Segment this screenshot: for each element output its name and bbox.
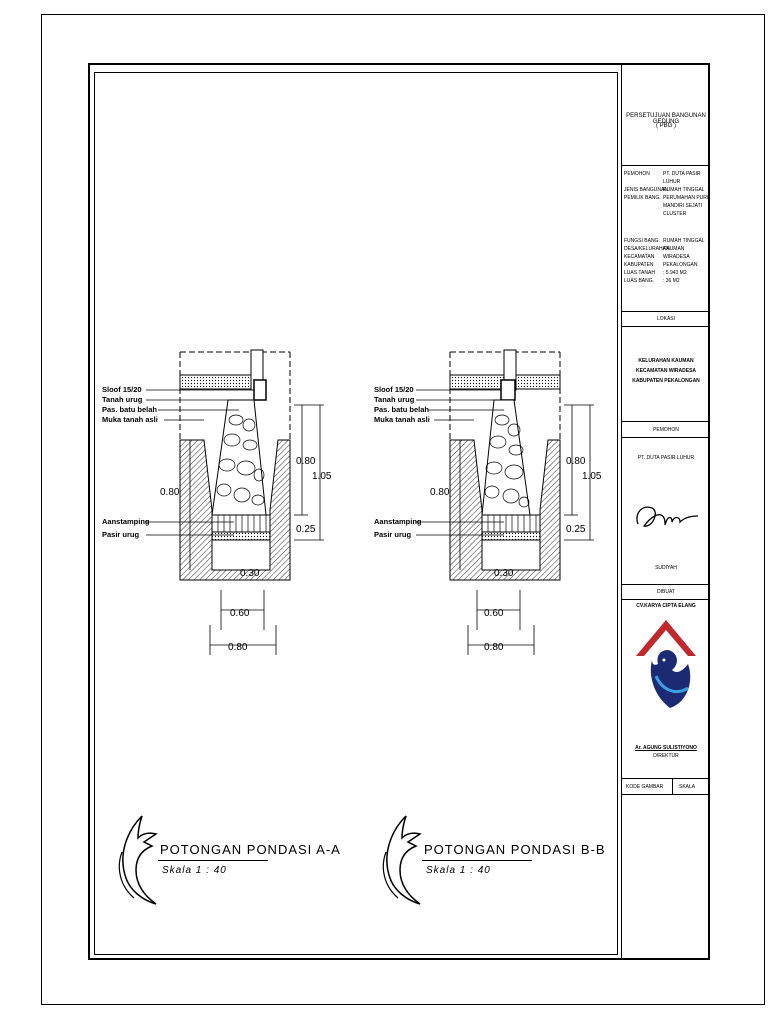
lokasi-line: KECAMATAN WIRADESA: [635, 368, 697, 374]
info-label: PEMILIK BANG.: [624, 195, 661, 201]
pemohon-name: PT. DUTA PASIR LUHUR: [637, 455, 695, 461]
info-value: PEKALONGAN: [663, 262, 698, 268]
section-title-b: POTONGAN PONDASI B-B: [424, 842, 606, 857]
info-label: KECAMATAN: [624, 254, 655, 260]
info-value: : 5.943 M2: [663, 270, 687, 276]
info-value: CLUSTER: [663, 211, 687, 217]
info-label: LUAS TANAH: [624, 270, 655, 276]
dim-080-left: 0.80: [160, 487, 180, 498]
dim-080-right: 0.80: [566, 456, 586, 467]
eagle-emblem-icon: [382, 815, 422, 905]
info-value: MANDIRI SEJATI: [663, 203, 703, 209]
signer-name: SUDIYAH: [655, 565, 677, 571]
label-pas-batu: Pas. batu belah: [374, 405, 429, 414]
company-name: CV.KARYA CIPTA ELANG: [636, 603, 696, 609]
section-b-drawing: Sloof 15/20 Tanah urug Pas. batu belah M…: [374, 349, 602, 655]
dim-030: 0.30: [494, 568, 514, 579]
permit-heading: PERSETUJUAN BANGUNAN GEDUNG: [626, 113, 706, 125]
info-label: PEMOHON: [624, 171, 650, 177]
skala-label: SKALA: [679, 784, 696, 790]
label-aanstamping: Aanstamping: [102, 517, 150, 526]
title-block: PERSETUJUAN BANGUNAN GEDUNG ( PBG ) PEMO…: [621, 63, 710, 960]
pemohon-label: PEMOHON: [653, 427, 679, 433]
info-value: KAUMAN: [663, 246, 685, 252]
section-a-drawing: Sloof 15/20 Tanah urug Pas. batu belah M…: [102, 349, 332, 655]
drawing-area: [94, 72, 618, 955]
info-value: RUMAH TINGGAL: [663, 187, 705, 193]
section-scale-b: Skala 1 : 40: [426, 865, 491, 876]
label-pasir-urug: Pasir urug: [374, 530, 412, 539]
lokasi-line: KELURAHAN KAUMAN: [638, 358, 694, 364]
dim-025: 0.25: [296, 524, 316, 535]
dim-105: 1.05: [582, 471, 602, 482]
info-value: WIRADESA: [663, 254, 690, 260]
info-label: JENIS BANGUNAN: [624, 187, 668, 193]
info-label: FUNGSI BANG.: [624, 238, 660, 244]
dim-030: 0.30: [240, 568, 260, 579]
lokasi-line: KABUPATEN PEKALONGAN: [632, 378, 700, 384]
director-title: DIREKTUR: [653, 753, 679, 759]
info-label: KABUPATEN: [624, 262, 654, 268]
label-tanah-urug: Tanah urug: [374, 395, 415, 404]
section-title-a: POTONGAN PONDASI A-A: [160, 842, 341, 857]
dibuat-label: DIBUAT: [657, 589, 675, 595]
dim-080-bottom: 0.80: [484, 642, 504, 653]
info-value: RUMAH TINGGAL: [663, 238, 705, 244]
eagle-emblem-icon: [118, 815, 158, 905]
info-value: : 36 M2: [663, 278, 680, 284]
permit-heading-sub: ( PBG ): [655, 123, 676, 129]
dim-080-right: 0.80: [296, 456, 316, 467]
company-logo-icon: [636, 620, 696, 708]
info-label: DESA/KELURAHAN: [624, 246, 670, 252]
title-underline: [158, 860, 268, 861]
dim-105: 1.05: [312, 471, 332, 482]
dim-080-bottom: 0.80: [228, 642, 248, 653]
page-frame: [41, 14, 765, 1005]
info-value: PERUMAHAN PURI: [663, 195, 709, 201]
label-tanah-urug: Tanah urug: [102, 395, 143, 404]
label-muka-tanah: Muka tanah asli: [374, 415, 430, 424]
dim-080-left: 0.80: [430, 487, 450, 498]
dim-025: 0.25: [566, 524, 586, 535]
signature-icon: [636, 506, 699, 527]
title-underline: [422, 860, 532, 861]
info-value: PT. DUTA PASIR: [663, 171, 701, 177]
foundation-section-b: [416, 349, 594, 655]
dim-060: 0.60: [484, 608, 504, 619]
dim-060: 0.60: [230, 608, 250, 619]
label-sloof: Sloof 15/20: [102, 385, 142, 394]
director-name: Ar. AGUNG SULISTIYONO: [635, 745, 697, 751]
section-scale-a: Skala 1 : 40: [162, 865, 227, 876]
lokasi-label: LOKASI: [656, 316, 676, 322]
info-value: LUHUR: [663, 179, 681, 185]
label-pasir-urug: Pasir urug: [102, 530, 140, 539]
foundation-section-a: [146, 349, 324, 655]
kode-gambar-label: KODE GAMBAR: [626, 784, 664, 790]
info-label: LUAS BANG.: [624, 278, 655, 284]
label-sloof: Sloof 15/20: [374, 385, 414, 394]
label-pas-batu: Pas. batu belah: [102, 405, 157, 414]
label-muka-tanah: Muka tanah asli: [102, 415, 158, 424]
sheet-frame: [88, 63, 710, 960]
label-aanstamping: Aanstamping: [374, 517, 422, 526]
